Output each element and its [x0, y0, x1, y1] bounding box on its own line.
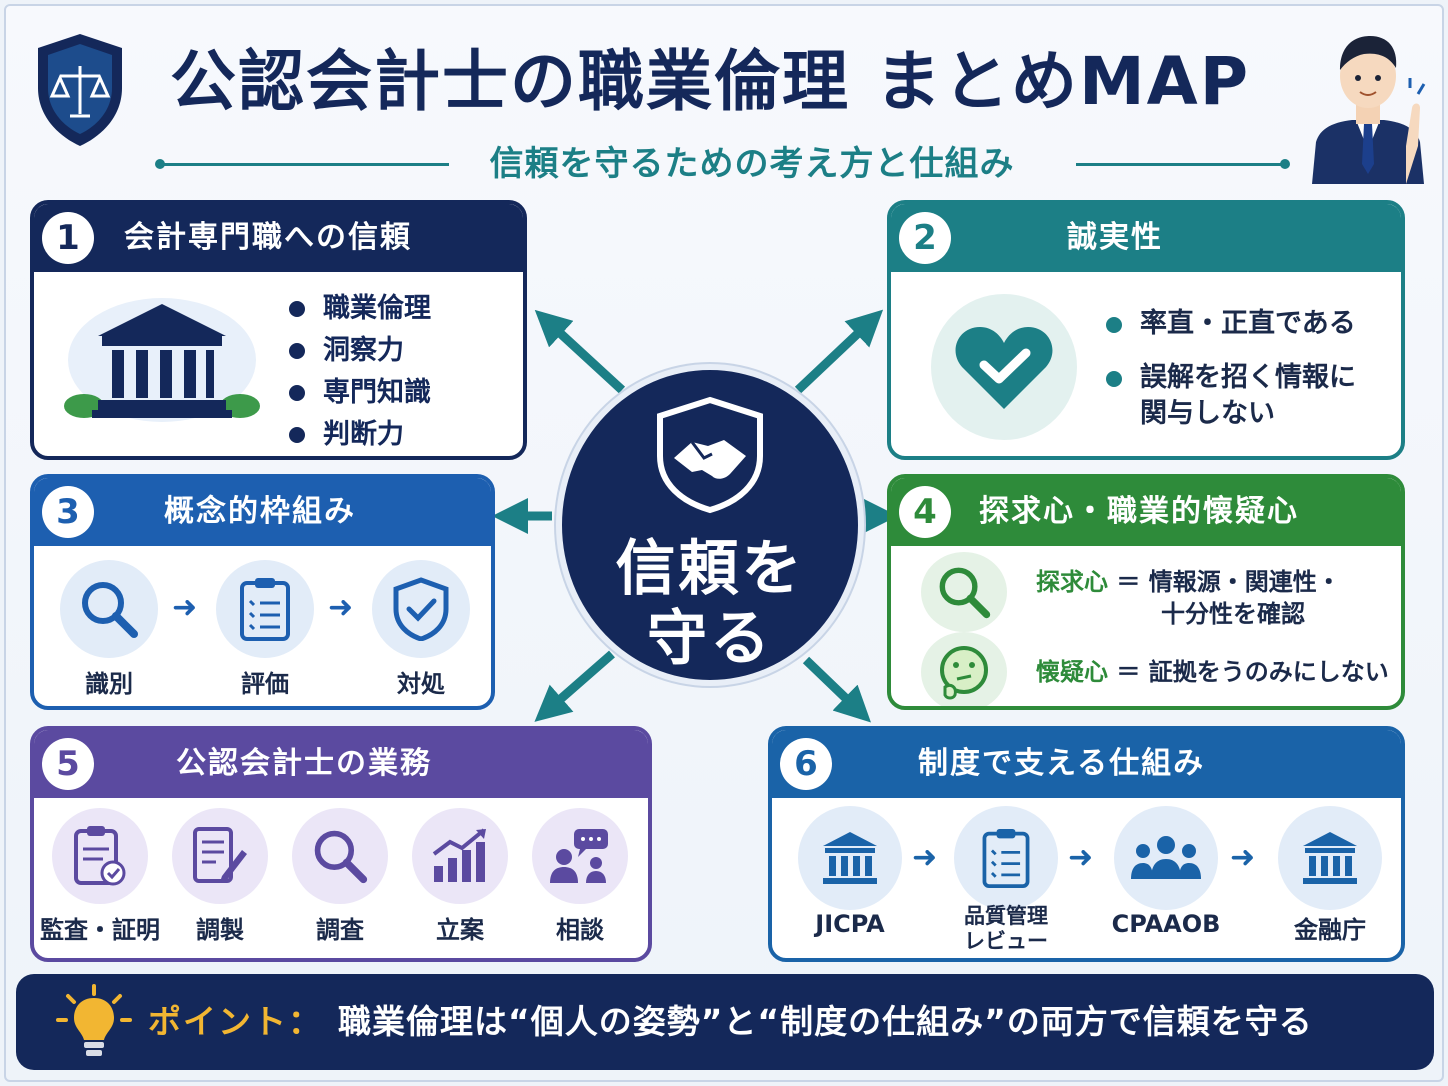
heart-check-icon — [931, 294, 1077, 440]
arrow-to-s5 — [534, 650, 615, 722]
section-4-number: 4 — [899, 486, 951, 538]
list-item: 率直・正直である — [1106, 306, 1356, 342]
list-item: 洞察力 — [289, 330, 431, 372]
document-pen-icon — [172, 808, 268, 904]
bank-icon — [1278, 806, 1382, 910]
section-4-header: 4 探求心・職業的懐疑心 — [891, 478, 1401, 546]
step-arrow-icon: ➜ — [1230, 840, 1256, 875]
institution-label: 金融庁 — [1294, 916, 1366, 944]
section-2-card: 2 誠実性 率直・正直である 誤解を招く情報に 関与しない — [887, 200, 1405, 460]
service-label: 相談 — [556, 916, 604, 944]
arrow-to-s6 — [802, 656, 871, 723]
section-6-header: 6 制度で支える仕組み — [772, 730, 1401, 798]
subtitle-row: 信頼を守るための考え方と仕組み — [155, 140, 1290, 188]
section-5-card: 5 公認会計士の業務 監査・証明 調製 調査 立案 相談 — [30, 726, 652, 962]
section-2-title: 誠実性 — [1067, 220, 1163, 255]
clipboard-checklist-icon — [954, 806, 1058, 910]
center-text-line-1: 信頼を — [615, 534, 805, 604]
subtitle-dot-right — [1280, 159, 1290, 169]
step-arrow-icon: ➜ — [1068, 840, 1094, 875]
point-banner: ポイント： 職業倫理は“個人の姿勢”と“制度の仕組み”の両方で信頼を守る — [16, 974, 1434, 1070]
people-group-icon — [1114, 806, 1218, 910]
thinking-face-icon — [921, 632, 1007, 706]
list-item: 誤解を招く情報に 関与しない — [1106, 360, 1356, 432]
section-3-card: 3 概念的枠組み ➜ ➜ 識別 評価 対処 — [30, 474, 495, 710]
center-trust-circle: 信頼を 守る — [556, 364, 864, 686]
section-1-header: 1 会計専門職への信頼 — [34, 204, 523, 272]
chat-people-icon — [532, 808, 628, 904]
list-item: 専門知識 — [289, 372, 431, 414]
point-text: 職業倫理は“個人の姿勢”と“制度の仕組み”の両方で信頼を守る — [338, 1002, 1313, 1041]
institution-label-line-1: 品質管理 — [964, 904, 1048, 928]
service-label: 調製 — [196, 916, 244, 944]
institution-label: 品質管理 レビュー — [946, 904, 1066, 954]
subtitle-line-left — [159, 163, 449, 166]
search-icon — [292, 808, 388, 904]
section-5-number: 5 — [42, 738, 94, 790]
shield-scales-icon — [32, 30, 128, 150]
growth-chart-icon — [412, 808, 508, 904]
businessman-pointing-icon — [1306, 24, 1430, 184]
step-arrow-icon: ➜ — [328, 590, 354, 625]
list-item: 職業倫理 — [289, 288, 431, 330]
service-label: 立案 — [436, 916, 484, 944]
center-text-line-2: 守る — [647, 604, 773, 674]
service-label: 監査・証明 — [40, 916, 160, 944]
step-label: 識別 — [85, 670, 133, 698]
section-6-number: 6 — [780, 738, 832, 790]
section-1-title: 会計専門職への信頼 — [124, 220, 412, 255]
search-icon — [921, 552, 1007, 632]
institution-label: JICPA — [815, 910, 885, 938]
arrow-to-s2 — [794, 309, 884, 394]
section-2-header: 2 誠実性 — [891, 204, 1401, 272]
step-label: 評価 — [241, 670, 289, 698]
inquiry-text-line-2: 十分性を確認 — [1161, 600, 1305, 628]
section-6-card: 6 制度で支える仕組み ➜ ➜ ➜ JICPA 品質管理 レビュー CPAAOB… — [768, 726, 1405, 962]
inquiry-keyword: 探求心 — [1036, 568, 1108, 596]
section-2-number: 2 — [899, 212, 951, 264]
step-arrow-icon: ➜ — [172, 590, 198, 625]
skepticism-keyword: 懐疑心 — [1036, 658, 1108, 686]
institution-label-line-2: レビュー — [964, 929, 1048, 953]
clipboard-check-icon — [52, 808, 148, 904]
search-icon — [60, 560, 158, 658]
clipboard-checklist-icon — [216, 560, 314, 658]
section-4-card: 4 探求心・職業的懐疑心 探求心 ＝ 情報源・関連性・ 十分性を確認 懐疑心 ＝… — [887, 474, 1405, 710]
arrow-to-s1 — [534, 309, 626, 394]
list-item: 判断力 — [289, 414, 431, 456]
list-item-line-2: 関与しない — [1140, 398, 1275, 429]
inquiry-text: ＝ 情報源・関連性・ — [1116, 568, 1341, 596]
shield-check-icon — [372, 560, 470, 658]
skepticism-row: 懐疑心 ＝ 証拠をうのみにしない — [1036, 656, 1389, 689]
page-subtitle: 信頼を守るための考え方と仕組み — [489, 144, 1015, 184]
skepticism-text: ＝ 証拠をうのみにしない — [1116, 658, 1389, 686]
bank-building-icon — [62, 294, 262, 424]
section-3-number: 3 — [42, 486, 94, 538]
lightbulb-icon — [56, 984, 132, 1060]
step-label: 対処 — [397, 670, 445, 698]
point-label: ポイント： — [148, 1002, 323, 1041]
institution-label: CPAAOB — [1111, 910, 1221, 938]
section-1-number: 1 — [42, 212, 94, 264]
section-1-card: 1 会計専門職への信頼 職業倫理 洞察力 専門知識 判断力 — [30, 200, 527, 460]
shield-handshake-icon — [652, 396, 768, 514]
section-6-title: 制度で支える仕組み — [918, 746, 1206, 781]
page-title: 公認会計士の職業倫理 まとめMAP — [170, 43, 1251, 120]
subtitle-line-right — [1076, 163, 1286, 166]
section-2-list: 率直・正直である 誤解を招く情報に 関与しない — [1106, 306, 1356, 432]
section-5-title: 公認会計士の業務 — [176, 746, 432, 781]
inquiry-row: 探求心 ＝ 情報源・関連性・ — [1036, 566, 1341, 599]
service-label: 調査 — [316, 916, 364, 944]
bank-icon — [798, 806, 902, 910]
list-item-line-1: 誤解を招く情報に — [1140, 362, 1356, 393]
section-3-title: 概念的枠組み — [164, 494, 356, 529]
step-arrow-icon: ➜ — [912, 840, 938, 875]
section-3-header: 3 概念的枠組み — [34, 478, 491, 546]
section-5-header: 5 公認会計士の業務 — [34, 730, 648, 798]
section-4-title: 探求心・職業的懐疑心 — [979, 494, 1299, 529]
section-1-list: 職業倫理 洞察力 専門知識 判断力 — [289, 288, 431, 456]
